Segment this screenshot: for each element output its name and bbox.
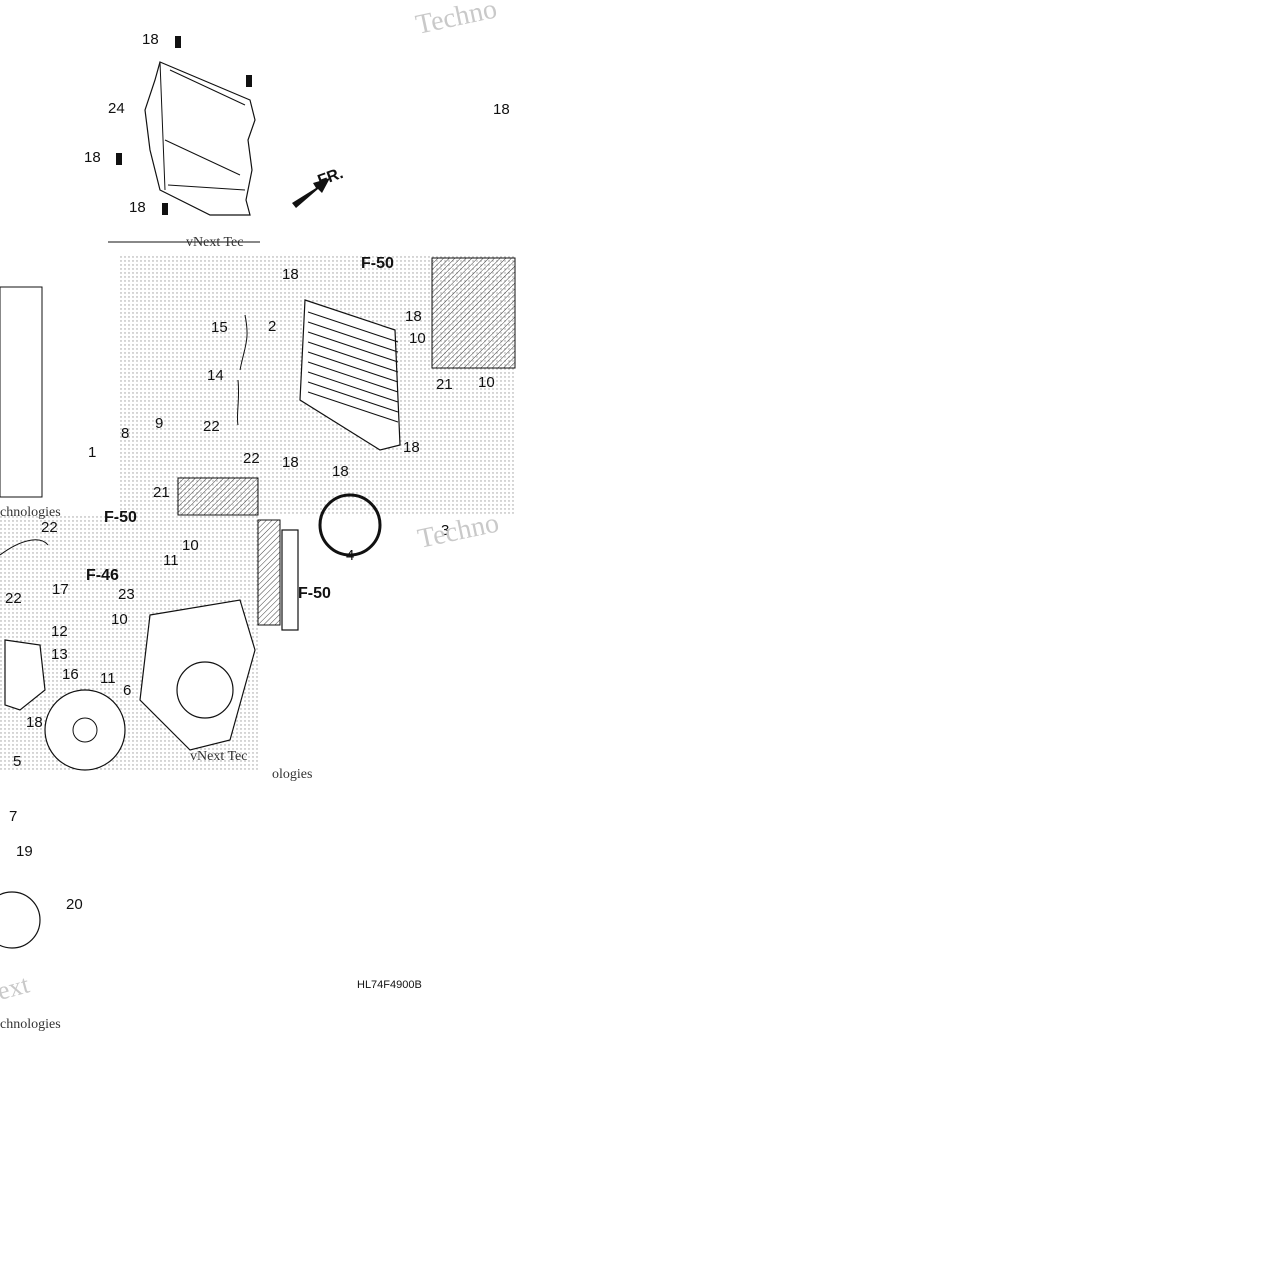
fan-assembly — [0, 493, 382, 949]
watermark: chnologies — [0, 1017, 61, 1032]
callout-number: 21 — [436, 376, 453, 393]
callout-number: 22 — [41, 519, 58, 536]
callout-number: 17 — [52, 581, 69, 598]
fan-motor-part — [0, 891, 41, 949]
radiator-core-top — [177, 477, 259, 516]
callout-number: 18 — [142, 31, 159, 48]
radiator-core-upper — [431, 257, 516, 369]
drawing-code: HL74F4900B — [357, 979, 422, 991]
radiator-core-side — [257, 519, 281, 626]
cover-assembly — [108, 36, 330, 243]
callout-number: 18 — [332, 463, 349, 480]
watermark: vNext Tec — [186, 235, 243, 250]
watermark: vNext Tec — [190, 749, 247, 764]
callout-number: 10 — [182, 537, 199, 554]
callout-number: 22 — [5, 590, 22, 607]
callout-number: 10 — [409, 330, 426, 347]
callout-number: 18 — [403, 439, 420, 456]
callout-number: 18 — [282, 454, 299, 471]
callout-number: 20 — [66, 896, 83, 913]
callout-number: 18 — [405, 308, 422, 325]
callout-number: 21 — [153, 484, 170, 501]
callout-number: 19 — [16, 843, 33, 860]
callout-number: 2 — [268, 318, 276, 335]
callout-number: 16 — [62, 666, 79, 683]
reference-f46: F-46 — [86, 567, 119, 584]
callout-number: 18 — [493, 101, 510, 118]
reference-f50-top: F-50 — [361, 255, 394, 272]
reference-f50-right: F-50 — [298, 585, 331, 602]
callout-number: 15 — [211, 319, 228, 336]
callout-number: 8 — [121, 425, 129, 442]
watermark: ext — [0, 969, 33, 1005]
callout-number: 22 — [203, 418, 220, 435]
callout-number: 4 — [346, 547, 354, 564]
callout-number: 3 — [441, 522, 449, 539]
front-direction-label: FR. — [316, 165, 346, 190]
callout-number: 14 — [207, 367, 224, 384]
watermark: chnologies — [0, 505, 61, 520]
callout-number: 10 — [111, 611, 128, 628]
callout-number: 24 — [108, 100, 125, 117]
callout-number: 5 — [13, 753, 21, 770]
callout-number: 9 — [155, 415, 163, 432]
reserve-tank-part — [4, 639, 46, 711]
callout-number: 13 — [51, 646, 68, 663]
callout-number: 18 — [84, 149, 101, 166]
callout-number: 22 — [243, 450, 260, 467]
callout-number: 18 — [282, 266, 299, 283]
watermark: ologies — [272, 767, 312, 782]
reference-f50-left: F-50 — [104, 509, 137, 526]
callout-number: 12 — [51, 623, 68, 640]
callout-number: 23 — [118, 586, 135, 603]
oil-cooler-assembly — [0, 257, 516, 516]
callout-number: 1 — [88, 444, 96, 461]
watermark: Techno — [413, 0, 500, 41]
callout-number: 18 — [26, 714, 43, 731]
callout-number: 10 — [478, 374, 495, 391]
callout-number: 11 — [100, 670, 116, 687]
callout-number: 18 — [129, 199, 146, 216]
callout-number: 11 — [163, 552, 179, 569]
callout-labels: 18 24 18 18 18 18 2 18 15 14 10 21 10 9 8 22 1 22 18 18 18 21… — [5, 31, 510, 913]
o-ring-part — [318, 493, 382, 557]
front-direction-arrow — [292, 178, 330, 208]
callout-number: 7 — [9, 808, 17, 825]
radiator-cover-part — [144, 61, 256, 216]
callout-number: 6 — [123, 682, 131, 699]
